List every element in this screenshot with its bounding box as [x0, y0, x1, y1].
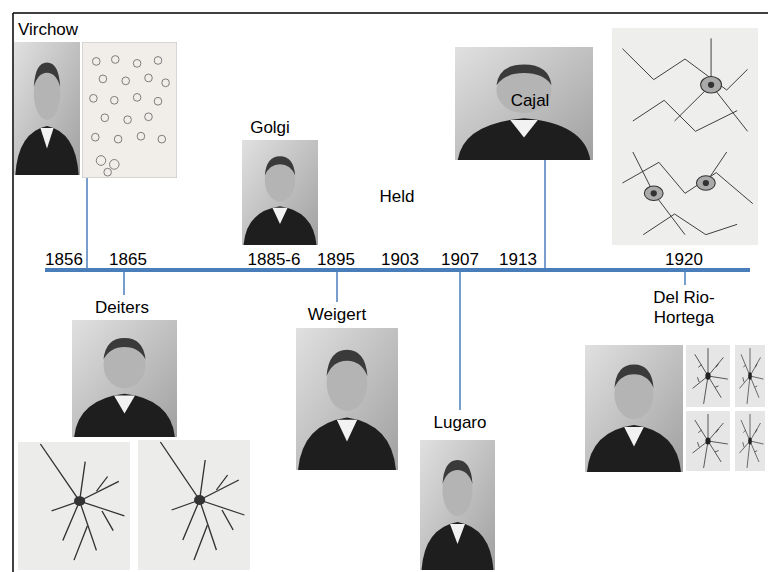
- portrait-photo: [72, 320, 177, 437]
- year-label: 1920: [665, 250, 703, 270]
- year-label: 1907: [441, 250, 479, 270]
- year-label: 1895: [317, 250, 355, 270]
- portrait-photo: [14, 42, 80, 175]
- person-name: Cajal: [511, 91, 550, 111]
- year-label: 1885-6: [248, 250, 301, 270]
- person-name: Deiters: [95, 298, 149, 318]
- histology-drawing: [82, 42, 177, 178]
- glia-drawing: [686, 411, 730, 471]
- portrait-photo: [585, 345, 683, 472]
- year-label: 1903: [381, 250, 419, 270]
- year-label: 1856: [45, 250, 83, 270]
- person-name: Held: [380, 187, 415, 207]
- frame-line: [13, 12, 768, 14]
- glia-drawing: [735, 345, 765, 407]
- year-label: 1865: [109, 250, 147, 270]
- portrait-photo: [455, 47, 593, 160]
- person-name: Del Rio-Hortega: [641, 288, 727, 327]
- portrait-photo: [420, 440, 495, 570]
- neuron-drawing: [138, 440, 250, 570]
- glia-drawing: [686, 345, 730, 407]
- person-name: Virchow: [18, 20, 78, 40]
- person-name: Lugaro: [434, 413, 487, 433]
- portrait-photo: [296, 328, 398, 470]
- frame-line: [12, 13, 14, 572]
- person-name: Weigert: [308, 305, 366, 325]
- glia-drawing: [735, 411, 765, 471]
- person-name: Golgi: [250, 118, 290, 138]
- neuron-drawing: [18, 442, 130, 570]
- year-label: 1913: [499, 250, 537, 270]
- portrait-photo: [242, 140, 318, 245]
- histology-drawing: [612, 28, 758, 245]
